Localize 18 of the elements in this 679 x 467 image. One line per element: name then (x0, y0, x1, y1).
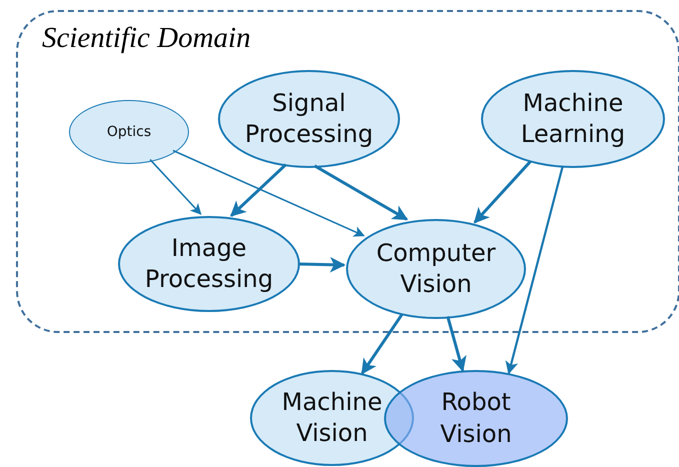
arrow (446, 316, 466, 372)
topic-label: Machine Learning (520, 88, 626, 150)
arrow (505, 166, 564, 374)
topic-label: Signal Processing (244, 88, 374, 150)
arrow (474, 160, 532, 224)
arrow (360, 312, 404, 375)
topic-label: Computer Vision (375, 238, 497, 300)
topic-label: Machine Vision (280, 386, 384, 449)
arrow (230, 164, 287, 217)
arrow (314, 164, 408, 221)
arrow (172, 150, 365, 237)
topic-label: Image Processing (144, 232, 274, 295)
arrow (150, 158, 202, 215)
region-title: Scientific Domain (42, 24, 251, 53)
domain-region (16, 10, 679, 333)
topic-label: Optics (106, 122, 152, 142)
topic-label: Robot Vision (439, 387, 513, 450)
arrow (298, 256, 346, 272)
